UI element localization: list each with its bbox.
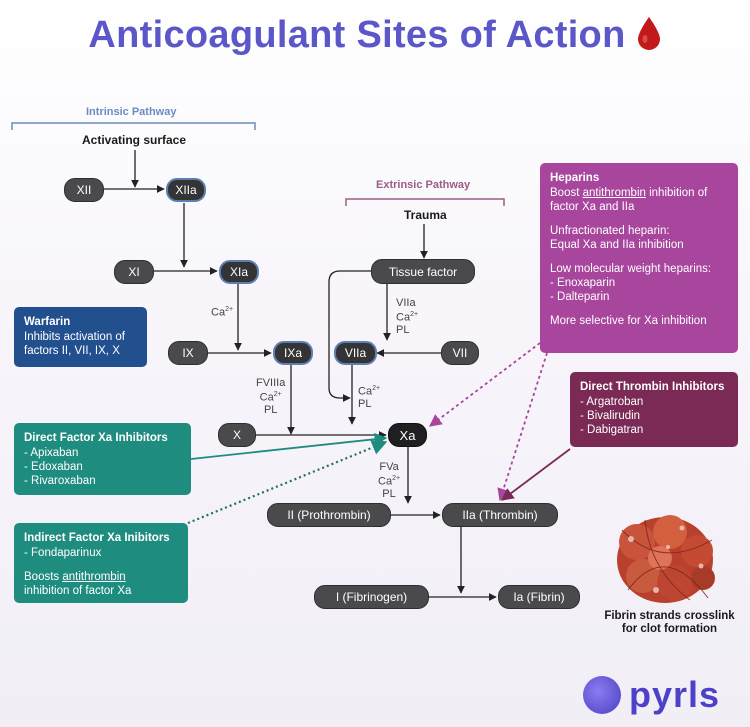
extrinsic-bracket: [345, 198, 505, 206]
dti-title: Direct Thrombin Inhibitors: [580, 381, 725, 393]
warfarin-line: Inhibits activation of: [24, 331, 126, 343]
node-viia: VIIa: [334, 341, 377, 365]
warfarin-line: factors II, VII, IX, X: [24, 345, 120, 357]
logo-circle-icon: [583, 676, 621, 714]
node-prothrombin: II (Prothrombin): [267, 503, 391, 527]
direct-xa-inhibitor-arrow: [190, 432, 388, 460]
heparins-box: Heparins Boost antithrombin inhibition o…: [540, 163, 738, 353]
lmwh-label: Low molecular weight heparins:: [550, 263, 712, 275]
node-xia: XIa: [219, 260, 259, 284]
drug-item: - Fondaparinux: [24, 547, 102, 559]
direct-thrombin-inhibitors-box: Direct Thrombin Inhibitors - Argatroban …: [570, 372, 738, 447]
drug-item: - Edoxaban: [24, 461, 83, 473]
indirect-xa-inhibitor-arrow: [187, 440, 388, 525]
heparins-title: Heparins: [550, 172, 600, 184]
node-fibrin: Ia (Fibrin): [498, 585, 580, 609]
node-tissue-factor: Tissue factor: [371, 259, 475, 284]
node-xa: Xa: [388, 423, 427, 447]
drug-item: - Dalteparin: [550, 291, 610, 303]
node-xii: XII: [64, 178, 104, 202]
direct-factor-xa-inhibitors-box: Direct Factor Xa Inhibitors - Apixaban -…: [14, 423, 191, 495]
node-xiia: XIIa: [166, 178, 206, 202]
cofactors-tf-viia: VIIa Ca2+ PL: [396, 297, 419, 336]
dti-to-iia-arrow: [500, 448, 571, 501]
page-title: Anticoagulant Sites of Action: [0, 14, 750, 57]
drug-item: - Rivaroxaban: [24, 475, 96, 487]
brand-wordmark: pyrls: [629, 674, 721, 715]
heparins-line-1: Boost antithrombin inhibition of: [550, 187, 708, 199]
heparin-to-xa-arrow: [428, 342, 541, 427]
arrow-tf-to-xa-curve: [328, 270, 371, 402]
node-xi: XI: [114, 260, 154, 284]
cofactors-xa-ii: FVa Ca2+ PL: [378, 461, 401, 500]
node-thrombin: IIa (Thrombin): [442, 503, 558, 527]
drug-item: - Dabigatran: [580, 424, 644, 436]
drug-item: - Enoxaparin: [550, 277, 616, 289]
indirect-xa-note-2: inhibition of factor Xa: [24, 585, 132, 597]
fibrin-clot-illustration: [617, 515, 715, 603]
drug-item: - Bivalirudin: [580, 410, 641, 422]
warfarin-box: Warfarin Inhibits activation of factors …: [14, 307, 147, 367]
intrinsic-bracket: [11, 122, 256, 130]
intrinsic-pathway-label: Intrinsic Pathway: [86, 106, 177, 118]
indirect-xa-note: Boosts antithrombin: [24, 571, 126, 583]
ufh-note: Equal Xa and IIa inhibition: [550, 239, 684, 251]
drug-item: - Apixaban: [24, 447, 79, 459]
node-x: X: [218, 423, 256, 447]
node-fibrinogen: I (Fibrinogen): [314, 585, 429, 609]
title-text: Anticoagulant Sites of Action: [88, 14, 626, 56]
heparin-to-iia-arrow: [497, 352, 548, 502]
drug-item: - Argatroban: [580, 396, 644, 408]
node-vii: VII: [441, 341, 479, 365]
warfarin-title: Warfarin: [24, 316, 71, 328]
blood-drop-icon: [637, 17, 660, 50]
activating-surface-label: Activating surface: [82, 133, 187, 147]
indirect-xa-title: Indirect Factor Xa Inibitors: [24, 532, 170, 544]
fibrin-caption: Fibrin strands crosslink for clot format…: [604, 610, 735, 635]
cofactors-viia-x: Ca2+ PL: [358, 385, 381, 410]
indirect-factor-xa-inhibitors-box: Indirect Factor Xa Inibitors - Fondapari…: [14, 523, 188, 603]
cofactor-ca-xia: Ca2+: [211, 306, 234, 319]
node-ix: IX: [168, 341, 208, 365]
extrinsic-pathway-label: Extrinsic Pathway: [376, 179, 471, 191]
ufh-label: Unfractionated heparin:: [550, 225, 670, 237]
trauma-label: Trauma: [404, 208, 447, 222]
node-ixa: IXa: [273, 341, 313, 365]
lmwh-selectivity-note: More selective for Xa inhibition: [550, 315, 707, 327]
cofactors-ixa-x: FVIIIa Ca2+ PL: [256, 377, 286, 416]
direct-xa-title: Direct Factor Xa Inhibitors: [24, 432, 168, 444]
brand-logo: pyrls: [583, 673, 720, 717]
heparins-line-2: factor Xa and IIa: [550, 201, 635, 213]
